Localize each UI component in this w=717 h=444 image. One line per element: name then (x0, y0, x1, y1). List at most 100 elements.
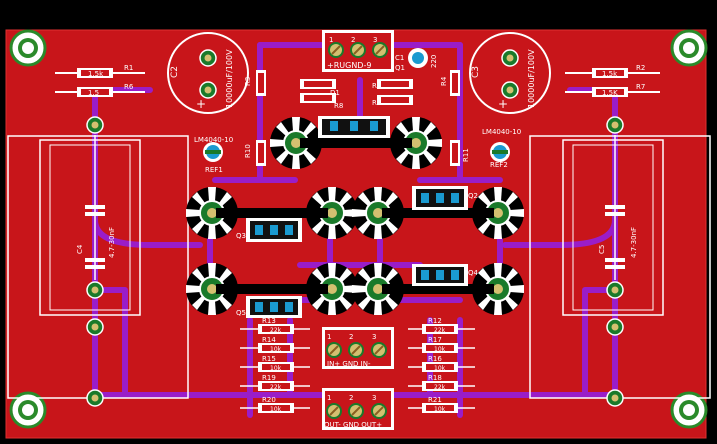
resistor-r2[interactable]: 1.5k R2 (565, 64, 660, 78)
resistor-r11[interactable]: R11 (450, 140, 470, 166)
r6-value: 1.5 (88, 89, 99, 97)
capacitor-c3[interactable]: C3 10000uF/100V + (469, 32, 551, 114)
r8-label: R8 (334, 102, 343, 110)
out-conn-label: OUT- GND OUT+ (324, 421, 382, 429)
r13-value: 22k (270, 327, 282, 334)
resistor-r16[interactable]: R16 10k (408, 355, 475, 372)
diode-d1[interactable]: D1 (300, 79, 340, 97)
c2-label: C2 (170, 66, 180, 78)
ref1-name: REF1 (205, 166, 223, 174)
r17-label: R17 (428, 336, 442, 344)
resistor-r18[interactable]: R18 22k (408, 374, 475, 391)
in-conn-pin3: 3 (372, 333, 376, 341)
r21-value: 10k (434, 406, 446, 413)
r1-value: 1.5k (88, 70, 104, 78)
r19-label: R19 (262, 374, 276, 382)
transistor-q3[interactable]: Q3 (185, 186, 359, 242)
r7-value: 1.5K (602, 89, 618, 97)
q3-label: Q3 (236, 232, 246, 240)
out-conn-pin1: 1 (327, 394, 331, 402)
out-conn-pin3: 3 (372, 394, 376, 402)
resistor-r5[interactable]: R5 (372, 79, 413, 90)
transistor-q5[interactable]: Q5 (185, 262, 359, 318)
transistor-q4[interactable]: Q4 (351, 262, 525, 316)
ref2-part: LM4040-10 (482, 128, 521, 136)
resistor-r13[interactable]: R13 22k (240, 317, 310, 334)
r4-label: R4 (440, 76, 448, 86)
r1-label: R1 (124, 64, 133, 72)
transistor-q1[interactable]: Q1 (269, 64, 443, 170)
r16-value: 10k (434, 365, 446, 372)
mounting-hole-top-left (9, 29, 47, 67)
in-conn-label: IN+ GND IN- (327, 360, 371, 368)
r14-label: R14 (262, 336, 276, 344)
c1-label: C1 (395, 54, 404, 62)
resistor-r21[interactable]: R21 10k (408, 396, 475, 413)
in-conn-pin1: 1 (327, 333, 331, 341)
c3-label: C3 (471, 66, 481, 78)
r18-label: R18 (428, 374, 442, 382)
r15-label: R15 (262, 355, 276, 363)
connector-speaker-output[interactable]: 1 2 3 OUT- GND OUT+ (322, 388, 394, 430)
c3-value: 10000uF/100V (527, 49, 536, 108)
capacitor-c5[interactable]: C5 4.7-30nF (529, 116, 711, 407)
resistor-r10[interactable]: R10 (244, 140, 266, 166)
resistor-r17[interactable]: R17 10k (408, 336, 475, 353)
resistor-r20[interactable]: R20 10k (240, 396, 310, 413)
resistor-r4[interactable]: R4 (440, 70, 460, 96)
top-conn-label: +RUGND-9 (327, 61, 371, 70)
mounting-hole-top-right (670, 29, 708, 67)
r12-label: R12 (428, 317, 442, 325)
out-conn-pin2: 2 (349, 394, 353, 402)
connector-power-input[interactable]: 1 2 3 +RUGND-9 (322, 30, 394, 72)
c5-value: 4.7-30nF (630, 227, 638, 258)
r20-value: 10k (270, 406, 282, 413)
top-conn-pin2: 2 (351, 36, 355, 44)
resistor-r12[interactable]: R12 22k (408, 317, 475, 334)
resistor-r3[interactable]: R3 (244, 70, 266, 96)
r2-label: R2 (636, 64, 645, 72)
resistor-r7[interactable]: 1.5K R7 (565, 83, 660, 97)
r18-value: 22k (434, 384, 446, 391)
r21-label: R21 (428, 396, 442, 404)
resistor-r19[interactable]: R19 22k (240, 374, 310, 391)
svg-text:+: + (498, 97, 508, 111)
resistor-r15[interactable]: R15 10k (240, 355, 310, 372)
q4-label: Q4 (468, 269, 479, 277)
transistor-q2[interactable]: Q2 (351, 186, 525, 240)
in-conn-pin2: 2 (349, 333, 353, 341)
r9-label: R9 (372, 99, 381, 107)
capacitor-c2[interactable]: C2 10000uF/100V + (167, 32, 249, 114)
r12-value: 22k (434, 327, 446, 334)
ref2-name: REF2 (490, 161, 508, 169)
r20-label: R20 (262, 396, 276, 404)
r15-value: 10k (270, 365, 282, 372)
resistor-r8[interactable]: R8 (300, 93, 343, 110)
c1-value: 220 (430, 55, 438, 68)
c4-label: C4 (76, 244, 84, 254)
q1-label: Q1 (395, 64, 405, 72)
capacitor-c1[interactable]: C1 220 (395, 48, 438, 68)
c2-value: 10000uF/100V (225, 49, 234, 108)
r3-label: R3 (244, 77, 252, 86)
c5-label: C5 (598, 245, 606, 254)
capacitor-c4[interactable]: C4 4.7-30nF (7, 116, 189, 407)
r16-label: R16 (428, 355, 442, 363)
resistor-r6[interactable]: 1.5 R6 (55, 83, 145, 97)
resistor-r14[interactable]: R14 10k (240, 336, 310, 353)
reference-ref2[interactable]: LM4040-10 REF2 (482, 128, 521, 169)
r6-label: R6 (124, 83, 134, 91)
c4-value: 4.7-30nF (108, 227, 116, 258)
d1-label: D1 (330, 89, 340, 97)
resistor-r9[interactable]: R9 (372, 95, 413, 107)
r11-label: R11 (462, 148, 470, 162)
r5-label: R5 (372, 82, 381, 90)
resistor-bank-left: R13 22k R14 10k R15 10k R19 22k R20 10k (240, 317, 310, 413)
connector-signal-input[interactable]: 1 2 3 IN+ GND IN- (322, 327, 394, 369)
svg-text:+: + (196, 97, 206, 111)
reference-ref1[interactable]: LM4040-10 REF1 (194, 136, 233, 174)
q5-label: Q5 (236, 309, 246, 317)
resistor-r1[interactable]: 1.5k R1 (55, 64, 145, 78)
r14-value: 10k (270, 346, 282, 353)
